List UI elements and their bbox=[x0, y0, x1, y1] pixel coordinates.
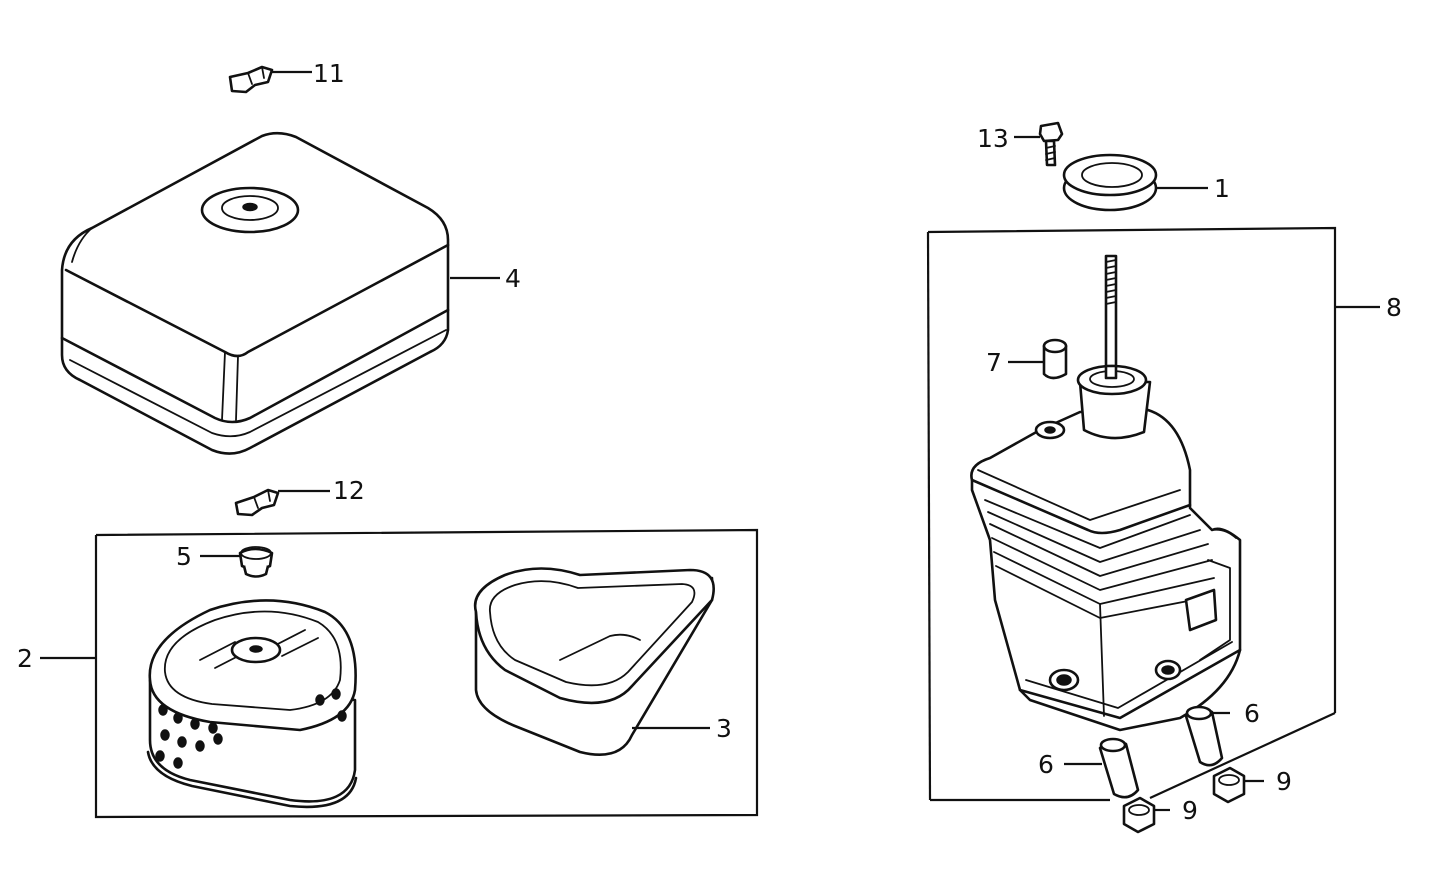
element-assembly-box-2 bbox=[40, 528, 759, 819]
paper-element-2 bbox=[146, 599, 358, 809]
element-holes bbox=[155, 688, 347, 769]
grommet-5 bbox=[200, 546, 274, 578]
callout-1: 1 bbox=[1214, 174, 1230, 203]
pipe-6-upper bbox=[1184, 705, 1230, 767]
collar-7 bbox=[1008, 338, 1068, 380]
gasket-1 bbox=[1062, 153, 1208, 212]
callout-3: 3 bbox=[716, 714, 732, 743]
callout-4: 4 bbox=[505, 264, 521, 293]
callout-8: 8 bbox=[1386, 293, 1402, 322]
nut-9-bottom bbox=[1122, 796, 1170, 834]
case-assembly-box-8 bbox=[926, 226, 1380, 802]
callout-6-lower: 6 bbox=[1038, 750, 1054, 779]
pipe-6-lower bbox=[1064, 737, 1140, 799]
callout-6-upper: 6 bbox=[1244, 699, 1260, 728]
callout-7: 7 bbox=[986, 348, 1002, 377]
air-cleaner-case-8 bbox=[970, 254, 1242, 732]
callout-13: 13 bbox=[977, 124, 1009, 153]
bolt-13 bbox=[1014, 121, 1064, 167]
nut-9-right bbox=[1212, 766, 1264, 804]
callout-12: 12 bbox=[333, 476, 365, 505]
foam-prefilter-3 bbox=[473, 567, 715, 756]
callout-5: 5 bbox=[176, 542, 192, 571]
wing-nut-clip-11 bbox=[228, 65, 312, 94]
callout-9-right: 9 bbox=[1276, 767, 1292, 796]
air-cleaner-cover-4 bbox=[60, 131, 500, 455]
callout-11: 11 bbox=[313, 59, 345, 88]
callout-2: 2 bbox=[17, 644, 33, 673]
callout-9-bottom: 9 bbox=[1182, 796, 1198, 825]
wing-nut-clip-12 bbox=[234, 488, 330, 517]
